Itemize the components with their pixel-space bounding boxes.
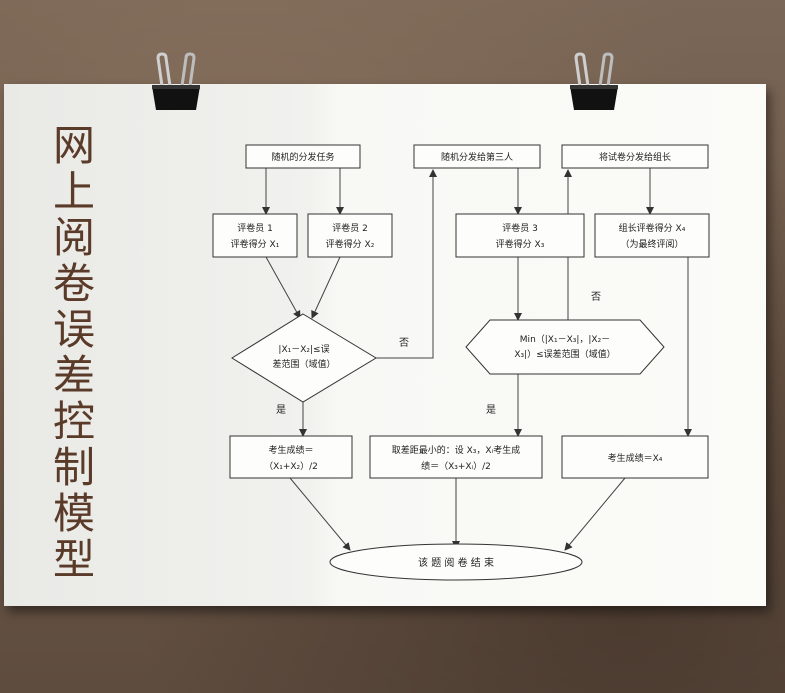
- decision-diamond-1: [231, 313, 377, 403]
- title-char: 型: [52, 535, 95, 584]
- text-score3: 考生成绩＝X₄: [608, 452, 663, 464]
- box-grader2: [307, 213, 393, 258]
- title-char: 差: [52, 351, 95, 400]
- text-leader-grade: 组长评卷得分 X₄: [619, 222, 686, 234]
- box-grader1: [212, 213, 298, 258]
- binder-clip-right-icon: [570, 52, 618, 110]
- text-grader3-title: 评卷员 3: [502, 222, 538, 234]
- box-score3: [561, 435, 709, 479]
- text-end: 该 题 阅 卷 结 束: [418, 556, 494, 569]
- text-leader-final: （为最终评阅）: [620, 238, 683, 250]
- text-grader1-title: 评卷员 1: [237, 222, 273, 234]
- decision-hexagon-2: [465, 319, 665, 375]
- box-random-third: [413, 144, 541, 169]
- text-grader3-score: 评卷得分 X₃: [496, 238, 545, 250]
- end-ellipse: [329, 543, 583, 581]
- title-char: 阅: [52, 213, 95, 262]
- arrow-score1-end: [289, 477, 351, 551]
- text-random-task: 随机的分发任务: [271, 151, 334, 163]
- arrow-grader1-decision1: [265, 256, 301, 319]
- box-grader3: [455, 213, 585, 258]
- text-decision2-line1: Min（|X₁－X₃|，|X₂－: [520, 334, 610, 345]
- text-decision2-line2: X₃|）≤误差范围（域值）: [514, 348, 615, 360]
- box-score2: [369, 435, 543, 479]
- title-char: 卷: [52, 259, 95, 308]
- text-grader2-score: 评卷得分 X₂: [326, 238, 375, 250]
- text-decision1-line1: |X₁－X₂|≤误: [278, 344, 329, 355]
- binder-clip-left-icon: [152, 52, 200, 110]
- arrow-score3-end: [564, 477, 626, 551]
- text-decision1-line2: 差范围（域值）: [272, 358, 335, 370]
- box-random-task: [245, 144, 361, 169]
- text-score1-line1: 考生成绩＝: [268, 444, 313, 456]
- text-score2-line1: 取差距最小的：设 X₃，Xᵢ考生成: [392, 444, 520, 456]
- label-yes-2: 是: [486, 404, 496, 416]
- text-grader2-title: 评卷员 2: [332, 222, 368, 234]
- text-random-third: 随机分发给第三人: [441, 151, 513, 163]
- text-score2-line2: 绩＝（X₃+Xᵢ）/2: [421, 460, 491, 472]
- box-leader-grade: [594, 213, 710, 258]
- title-char: 模: [52, 489, 95, 538]
- box-send-leader: [561, 144, 709, 169]
- label-yes-1: 是: [276, 404, 286, 416]
- title-char: 网: [52, 121, 95, 170]
- text-score1-line2: （X₁+X₂）/2: [264, 461, 318, 472]
- title-char: 制: [52, 443, 95, 492]
- title-char: 控: [52, 397, 95, 446]
- label-no-1: 否: [399, 337, 409, 349]
- arrow-grader2-decision1: [311, 256, 341, 319]
- text-send-leader: 将试卷分发给组长: [599, 151, 671, 163]
- arrow-decision1-third: [376, 169, 437, 359]
- title-char: 误: [52, 305, 95, 354]
- box-score1: [229, 435, 353, 479]
- label-no-2: 否: [591, 291, 601, 303]
- title-char: 上: [52, 167, 95, 216]
- text-grader1-score: 评卷得分 X₁: [231, 238, 280, 250]
